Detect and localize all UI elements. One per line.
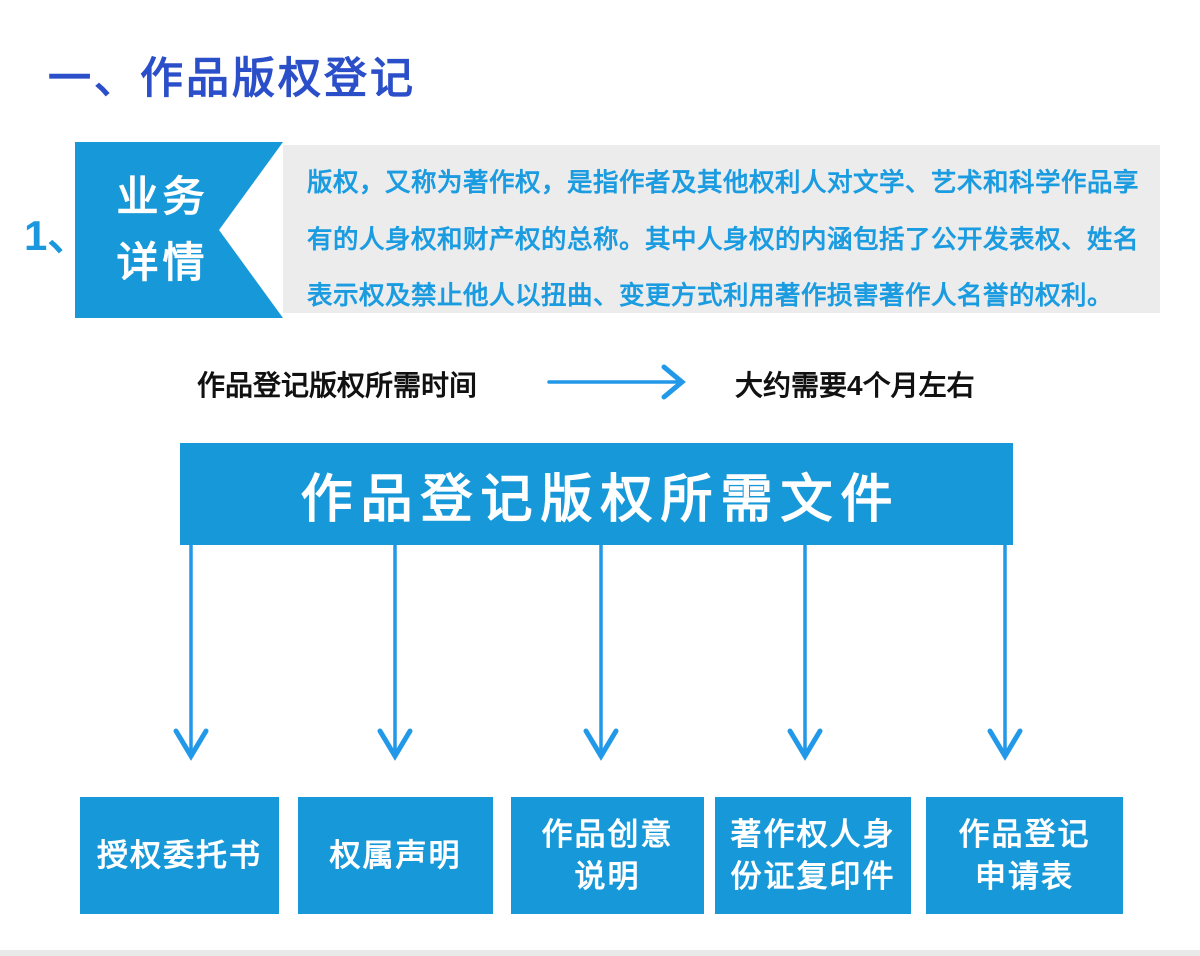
down-arrow-icon [173, 545, 209, 761]
document-box-creative-description: 作品创意 说明 [511, 797, 704, 914]
document-box-label: 著作权人身 [730, 816, 896, 852]
required-documents-banner-text: 作品登记版权所需文件 [300, 470, 901, 529]
document-box-application-form: 作品登记 申请表 [926, 797, 1123, 914]
section-title: 一、作品版权登记 [48, 55, 416, 103]
document-box-label: 申请表 [975, 858, 1074, 894]
business-detail-label-line1: 业务 [116, 173, 209, 220]
document-box-authorization-letter: 授权委托书 [80, 797, 279, 914]
business-detail-label: 业务 详情 [75, 142, 250, 318]
required-documents-banner: 作品登记版权所需文件 [180, 443, 1013, 545]
document-box-id-copy: 著作权人身 份证复印件 [715, 797, 911, 914]
next-section-edge [0, 950, 1200, 956]
down-arrow-icon [583, 545, 619, 761]
description-line: 表示权及禁止他人以扭曲、变更方式利用著作损害著作人名誉的权利。 [307, 282, 1114, 310]
document-box-label: 权属声明 [329, 837, 462, 873]
time-answer-label: 大约需要4个月左右 [735, 370, 975, 401]
document-box-label: 份证复印件 [730, 858, 896, 894]
business-detail-label-box: 业务 详情 [75, 142, 283, 318]
document-box-label: 作品登记 [958, 816, 1091, 852]
notch-triangle [219, 142, 283, 318]
right-arrow-icon [547, 364, 686, 400]
document-box-label: 作品创意 [541, 816, 674, 852]
down-arrow-icon [787, 545, 823, 761]
document-box-ownership-statement: 权属声明 [298, 797, 493, 914]
document-box-label: 授权委托书 [97, 837, 262, 873]
description-line: 版权，又称为著作权，是指作者及其他权利人对文学、艺术和科学作品享 [307, 169, 1140, 197]
time-question-label: 作品登记版权所需时间 [197, 370, 478, 401]
copyright-description-box: 版权，又称为著作权，是指作者及其他权利人对文学、艺术和科学作品享 有的人身权和财… [283, 145, 1160, 313]
down-arrow-icon [987, 545, 1023, 761]
down-arrow-icon [377, 545, 413, 761]
document-box-label: 说明 [574, 858, 641, 894]
description-line: 有的人身权和财产权的总称。其中人身权的内涵包括了公开发表权、姓名 [307, 225, 1140, 254]
business-detail-label-line2: 详情 [116, 239, 209, 286]
